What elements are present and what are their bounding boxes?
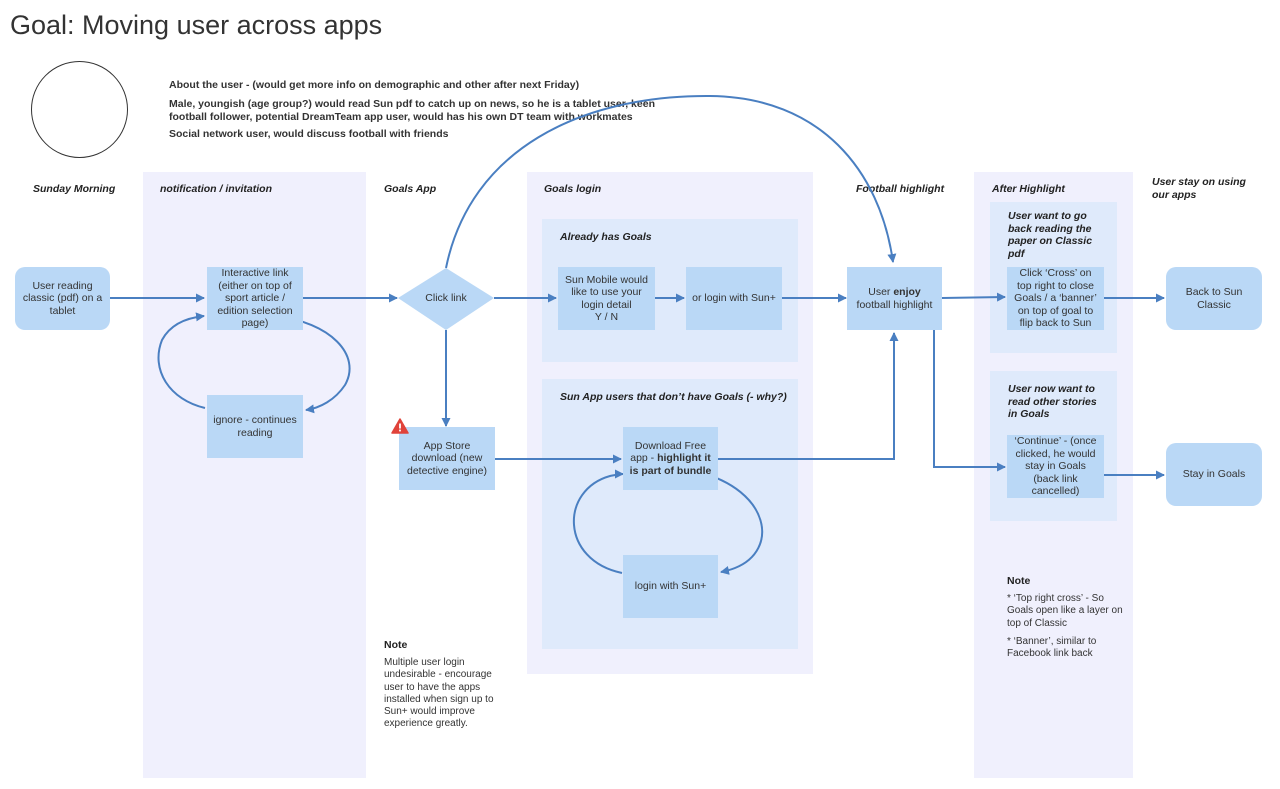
about-user-description: Male, youngish (age group?) would read S… — [169, 98, 655, 123]
node-user-enjoy: User enjoy football highlight — [847, 267, 942, 330]
node-user-reading-label: User reading classic (pdf) on a tablet — [22, 279, 103, 317]
node-login-sun-label: login with Sun+ — [634, 580, 707, 593]
node-stay-in-goals: Stay in Goals — [1166, 443, 1262, 506]
node-interactive-link: Interactive link (either on top of sport… — [207, 267, 303, 330]
edge-ignore-to-link-loop — [157, 312, 206, 409]
node-sun-mobile-label: Sun Mobile would like to use your login … — [565, 273, 648, 324]
edge-download-to-enjoy — [718, 332, 899, 460]
node-app-store: App Store download (new detective engine… — [399, 427, 495, 490]
column-header-notification: notification / invitation — [160, 183, 272, 195]
column-header-goals-login: Goals login — [544, 183, 602, 195]
node-back-to-sun: Back to Sun Classic — [1166, 267, 1262, 330]
node-download-free-label: Download Free app - highlight it is part… — [627, 440, 714, 478]
group-header-already-has-goals: Already has Goals — [560, 231, 652, 243]
node-click-cross-label: Click ‘Cross’ on top right to close Goal… — [1014, 267, 1097, 330]
node-sun-mobile: Sun Mobile would like to use your login … — [558, 267, 655, 330]
note-right-title: Note — [1007, 575, 1031, 587]
group-header-other-stories: User now want to read other stories in G… — [1008, 383, 1097, 420]
group-header-back-reading: User want to go back reading the paper o… — [1008, 210, 1093, 260]
warning-icon — [391, 418, 409, 439]
column-header-sunday: Sunday Morning — [33, 183, 116, 195]
node-user-reading: User reading classic (pdf) on a tablet — [15, 267, 110, 330]
node-back-to-sun-label: Back to Sun Classic — [1185, 286, 1243, 311]
node-user-enjoy-bold: enjoy — [893, 286, 921, 298]
edge-login-to-download-loop — [573, 469, 624, 574]
note-right-body-1: * ‘Top right cross’ - So Goals open like… — [1007, 593, 1123, 629]
note-right-body-2: * ‘Banner’, similar to Facebook link bac… — [1007, 636, 1097, 660]
node-user-enjoy-pre: User — [868, 286, 894, 298]
edge-link-to-ignore-loop — [274, 315, 351, 414]
node-download-free: Download Free app - highlight it is part… — [623, 427, 718, 490]
edge-download-to-login-loop — [697, 471, 763, 575]
node-ignore-label: ignore - continues reading — [213, 414, 297, 439]
edge-click-to-enjoy-arc — [445, 94, 897, 269]
page-title: Goal: Moving user across apps — [10, 10, 383, 40]
about-user-heading: About the user - (would get more info on… — [169, 79, 580, 91]
group-header-sun-app-users: Sun App users that don’t have Goals (- w… — [560, 391, 787, 403]
edge-enjoy-to-click-cross — [941, 292, 1006, 302]
column-header-after-highlight: After Highlight — [992, 183, 1065, 195]
click-link-label: Click link — [425, 292, 467, 304]
node-interactive-link-label: Interactive link (either on top of sport… — [217, 267, 293, 330]
node-click-cross: Click ‘Cross’ on top right to close Goal… — [1007, 267, 1104, 330]
node-continue: ‘Continue’ - (once clicked, he would sta… — [1007, 435, 1104, 498]
about-user-social: Social network user, would discuss footb… — [169, 128, 449, 140]
node-or-login: or login with Sun+ — [686, 267, 782, 330]
node-ignore: ignore - continues reading — [207, 395, 303, 458]
node-app-store-label: App Store download (new detective engine… — [407, 439, 487, 477]
column-header-football-highlight: Football highlight — [856, 183, 945, 195]
node-download-free-text: Download Free app - — [630, 439, 707, 465]
edge-enjoy-to-continue — [933, 330, 1006, 472]
user-avatar-circle — [31, 61, 128, 158]
node-login-sun: login with Sun+ — [623, 555, 718, 618]
note-left-title: Note — [384, 639, 408, 651]
node-user-enjoy-post: football highlight — [856, 298, 933, 311]
node-continue-label: ‘Continue’ - (once clicked, he would sta… — [1014, 435, 1097, 498]
column-header-goals-app: Goals App — [384, 183, 437, 195]
node-or-login-label: or login with Sun+ — [692, 292, 776, 305]
column-header-user-stay: User stay on using our apps — [1152, 176, 1246, 201]
node-stay-in-goals-label: Stay in Goals — [1182, 468, 1246, 481]
note-left-body: Multiple user login undesirable - encour… — [384, 657, 494, 730]
node-user-enjoy-label: User enjoy football highlight — [851, 286, 938, 311]
node-download-free-highlight: highlight it is part of bundle — [629, 452, 712, 477]
click-link-diamond — [398, 268, 494, 330]
